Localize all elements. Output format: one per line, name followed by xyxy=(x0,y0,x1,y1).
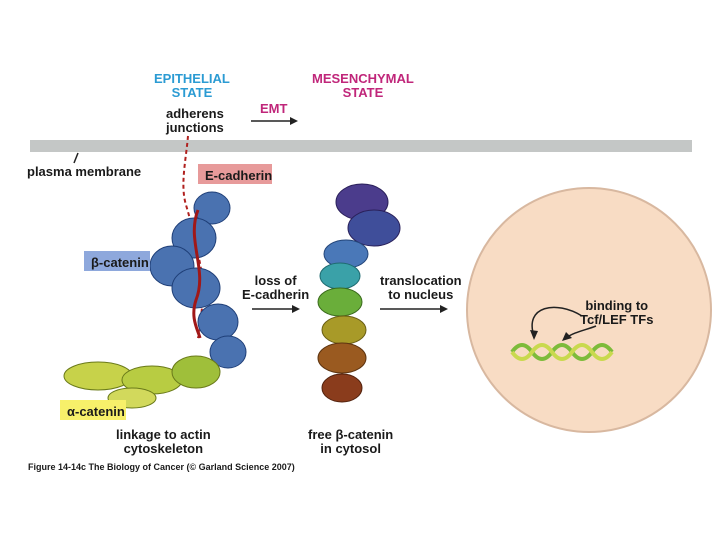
beta-catenin-blob-4 xyxy=(171,267,221,309)
binding-arrow-left xyxy=(531,306,583,337)
free-blob-purple-2 xyxy=(347,209,401,247)
membrane-pointer-line xyxy=(73,152,79,164)
binding-label: binding to Tcf/LEF TFs xyxy=(580,298,654,327)
loss-of-e-cadherin-label: loss of E-cadherin xyxy=(242,273,310,302)
free-blob-green xyxy=(317,287,363,317)
emt-label: EMT xyxy=(260,101,288,116)
linkage-label: linkage to actin cytoskeleton xyxy=(116,427,211,456)
free-beta-catenin-protein xyxy=(317,183,401,403)
plasma-membrane-band xyxy=(30,140,692,152)
alpha-catenin-box xyxy=(60,400,126,420)
free-blob-brown-1 xyxy=(317,342,367,374)
dna-strand-2 xyxy=(510,343,614,361)
alpha-catenin-label: α-catenin xyxy=(67,404,125,419)
adherens-junctions-label: adherens junctions xyxy=(166,106,224,135)
mesenchymal-state-label: MESENCHYMAL STATE xyxy=(312,71,414,100)
e-cadherin-label: E-cadherin xyxy=(205,168,273,183)
e-cadherin-box xyxy=(198,164,272,184)
free-blob-olive xyxy=(321,315,367,345)
beta-catenin-protein xyxy=(149,191,247,369)
epithelial-state-label: EPITHELIAL STATE xyxy=(154,71,230,100)
alpha-catenin-blob-3 xyxy=(171,355,221,389)
loss-arrowhead xyxy=(292,305,300,313)
e-cadherin-chain xyxy=(192,209,202,339)
alpha-catenin-protein xyxy=(63,355,221,409)
emt-arrowhead xyxy=(290,117,298,125)
free-beta-catenin-label: free β-catenin in cytosol xyxy=(308,427,394,456)
alpha-catenin-blob-1 xyxy=(63,361,133,391)
translocation-arrowhead xyxy=(440,305,448,313)
figure-caption: Figure 14-14c The Biology of Cancer (© G… xyxy=(28,462,295,472)
translocation-label: translocation to nucleus xyxy=(380,273,462,302)
beta-catenin-blob-1 xyxy=(193,191,231,225)
binding-arrowhead-right xyxy=(562,332,572,341)
beta-catenin-box xyxy=(84,251,150,271)
dna-strand-1 xyxy=(510,343,614,361)
beta-catenin-label: β-catenin xyxy=(91,255,149,270)
beta-catenin-blob-5 xyxy=(197,303,239,341)
dna-helix xyxy=(510,343,614,361)
binding-arrowhead-left xyxy=(530,330,538,340)
plasma-membrane-label: plasma membrane xyxy=(27,164,142,179)
beta-catenin-blob-6 xyxy=(209,335,247,369)
nucleus xyxy=(466,187,712,433)
free-blob-brown-2 xyxy=(321,373,363,403)
free-blob-teal xyxy=(319,262,361,290)
